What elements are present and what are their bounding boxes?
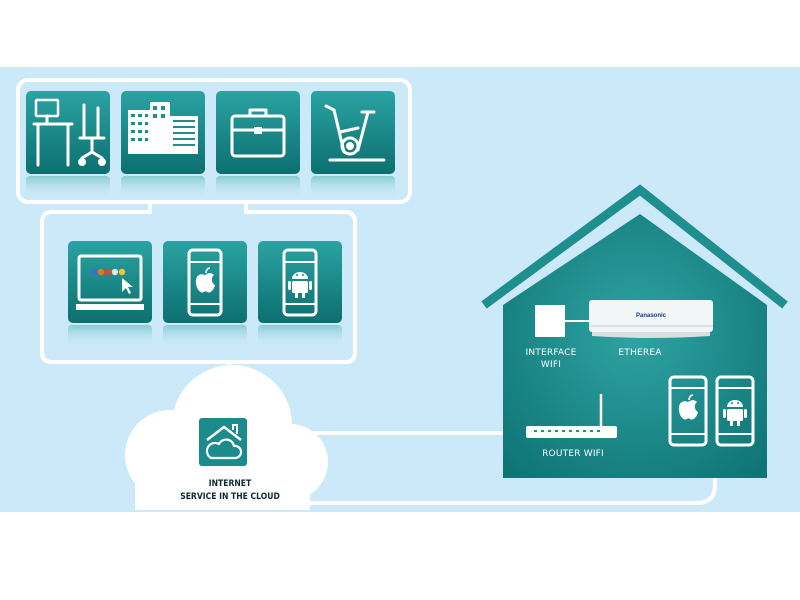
- connection-lines: [16, 78, 717, 505]
- home-apple-phone-icon: [668, 375, 708, 447]
- router-label: ROUTER WIFI: [542, 449, 604, 459]
- air-conditioner: [589, 300, 713, 338]
- device-group: [68, 241, 342, 347]
- ac-brand-label: Panasonic: [636, 313, 667, 319]
- tile-exercise-bike: [311, 91, 395, 198]
- office-desk-icon: [32, 98, 106, 167]
- interface-label-line2: WIFI: [540, 360, 562, 370]
- android-phone-icon: [282, 248, 318, 317]
- top-group: [26, 91, 395, 198]
- tile-office-desk: [26, 91, 110, 198]
- cloud-label: INTERNET SERVICE IN THE CLOUD: [171, 478, 290, 504]
- tile-android-phone: [258, 241, 342, 347]
- interface-wifi-box: [535, 305, 565, 337]
- house-body: [503, 214, 767, 478]
- briefcase-icon: [230, 108, 286, 158]
- tile-buildings: [121, 91, 205, 198]
- computer-monitor-icon: [76, 254, 144, 310]
- exercise-bike-icon: [324, 104, 386, 162]
- tile-apple-phone: [163, 241, 247, 347]
- home-android-phone-icon: [715, 375, 755, 447]
- cloud-label-line1: INTERNET: [208, 479, 252, 489]
- tile-computer: [68, 241, 152, 347]
- router-wifi: [526, 394, 617, 438]
- ac-model-label: ETHEREA: [618, 348, 662, 358]
- house: [481, 184, 788, 478]
- cloud-label-line2: SERVICE IN THE CLOUD: [180, 492, 280, 502]
- tile-briefcase: [216, 91, 300, 198]
- apple-phone-icon: [187, 248, 223, 317]
- house-roof-outline: [481, 184, 788, 309]
- cloud-home-icon: [199, 418, 247, 466]
- interface-wifi-label: INTERFACE WIFI: [518, 347, 584, 371]
- interface-label-line1: INTERFACE: [525, 348, 577, 358]
- buildings-icon: [128, 102, 198, 154]
